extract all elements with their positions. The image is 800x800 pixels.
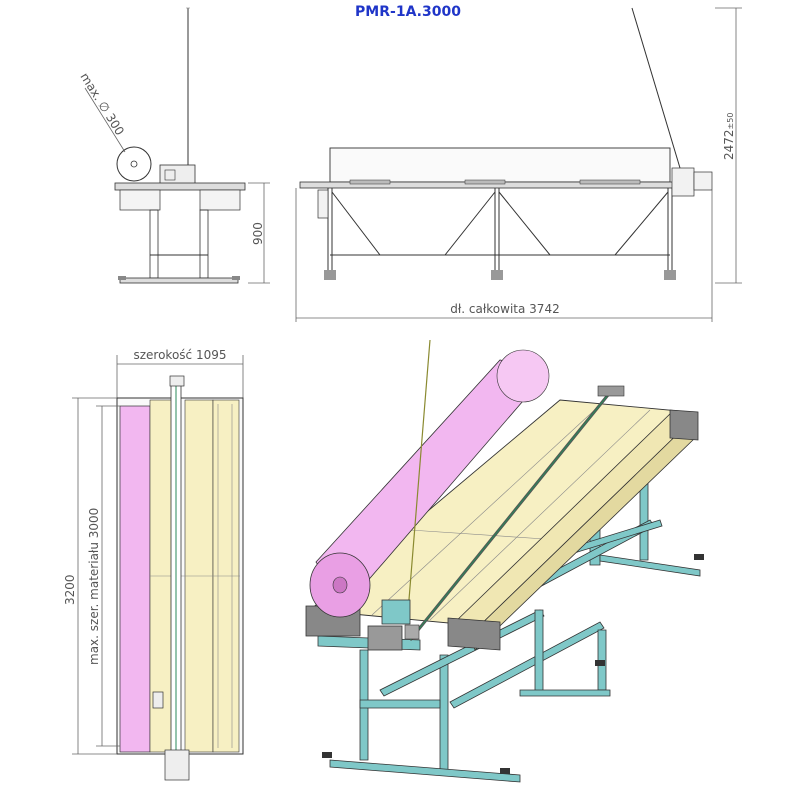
top-material-roll [119, 405, 151, 753]
front-view: 2472±50 dł. całkowita 3742 [295, 7, 742, 322]
side-view: max. ∅ 300 900 [77, 7, 270, 284]
roll-circle [116, 146, 152, 182]
side-height-label: 900 [251, 222, 265, 245]
drawing-title: PMR-1A.3000 [355, 4, 461, 20]
max-material-width-label: max. szer. materiału 3000 [87, 508, 101, 665]
width-label: szerokość 1095 [133, 348, 226, 362]
roll-diameter-label: max. ∅ 300 [77, 70, 126, 138]
total-height-label: 2472±50 [722, 113, 736, 160]
total-length-label: dł. całkowita 3742 [450, 302, 559, 316]
length-label: 3200 [63, 574, 77, 605]
top-view: szerokość 1095 3200 max. szer. materiału… [63, 348, 244, 781]
iso-cutting-head [367, 625, 403, 651]
isometric-view [305, 339, 704, 783]
